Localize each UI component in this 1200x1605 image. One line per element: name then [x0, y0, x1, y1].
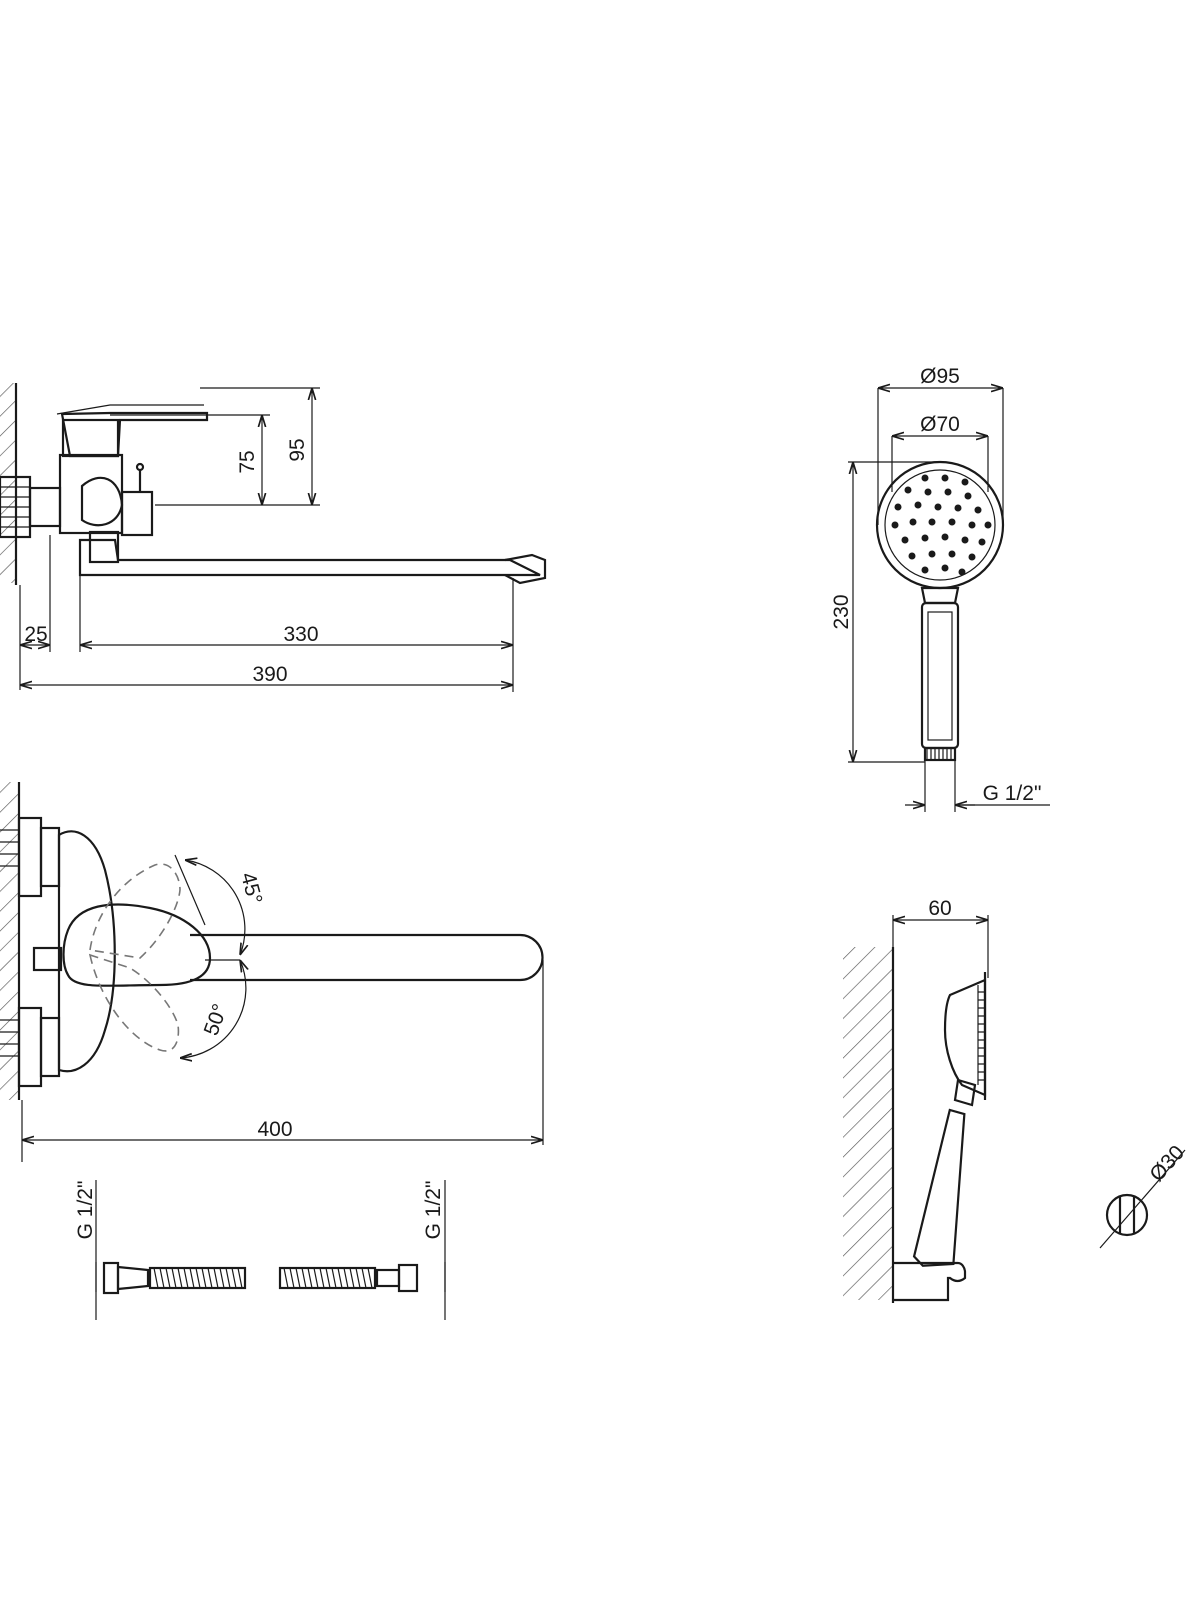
mixer-top-view: 45° 50° 400: [0, 782, 544, 1162]
dim-75: 75: [236, 450, 259, 473]
shower-head-side: [943, 978, 987, 1097]
dim-g12-shower: G 1/2": [983, 782, 1042, 805]
wall-hatch-holder: [843, 947, 893, 1300]
hose-thread-right: G 1/2": [422, 1181, 445, 1240]
mixer-body-top: [57, 830, 116, 1073]
hose-coil-right: [278, 1266, 377, 1290]
mixer-side-view: 75 95 25 330 390: [0, 383, 547, 692]
spout-top: [190, 933, 544, 982]
wall-holder: [893, 1261, 967, 1302]
angle-50: 50°: [200, 1001, 232, 1039]
hose-thread-left: G 1/2": [74, 1181, 97, 1240]
dim-95: 95: [286, 438, 309, 461]
dim-330: 330: [283, 623, 318, 646]
dim-d30: Ø30: [1145, 1141, 1189, 1186]
angle-45: 45°: [236, 870, 266, 907]
diverter-body: [120, 490, 154, 537]
lever-handle: [60, 411, 209, 458]
holder-section: Ø30: [1099, 1141, 1189, 1249]
shower-hose: G 1/2" G 1/2": [74, 1180, 446, 1320]
hand-shower-front: Ø95 Ø70 230 G 1/2": [830, 365, 1050, 812]
dim-400: 400: [257, 1118, 292, 1141]
holder-circle: [1105, 1193, 1149, 1237]
dim-d95: Ø95: [920, 365, 960, 388]
dim-230: 230: [830, 594, 853, 629]
shower-handle-side: [912, 1108, 966, 1267]
shower-thread: [923, 746, 957, 762]
dim-60: 60: [928, 897, 951, 920]
dim-390: 390: [252, 663, 287, 686]
handle-top: [62, 903, 212, 987]
wall-hatch-side: [0, 383, 15, 583]
spout: [78, 538, 541, 577]
shower-holder-side: 60: [843, 897, 989, 1303]
body-bulge: [80, 476, 124, 527]
spray-nozzles: [891, 474, 992, 576]
handle-ghost-50: [88, 953, 180, 1052]
handle-ghost-45: [89, 863, 181, 959]
dim-25: 25: [24, 623, 47, 646]
hose-coil-left: [148, 1266, 247, 1290]
dim-d70: Ø70: [920, 413, 960, 436]
